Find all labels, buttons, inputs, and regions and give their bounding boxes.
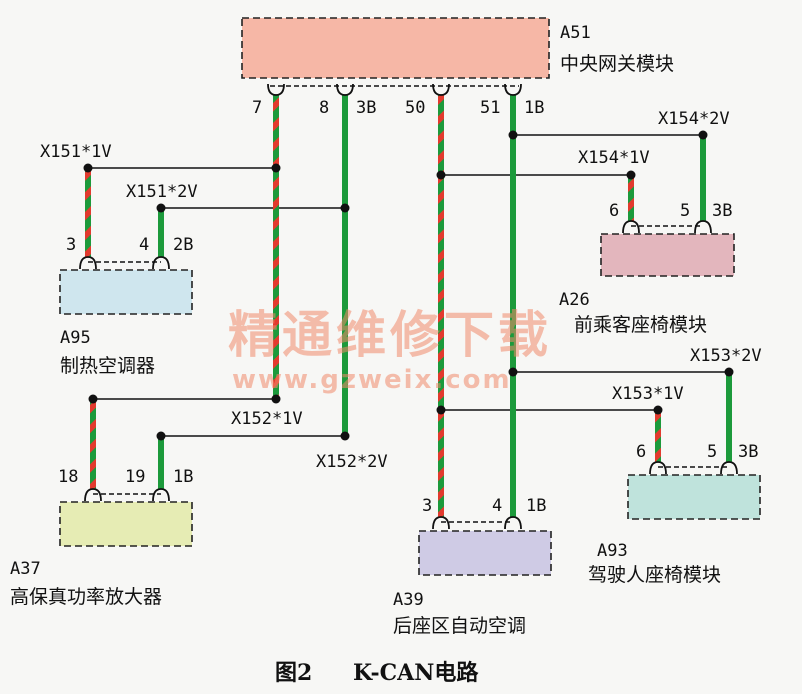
pin-label: 7 (252, 98, 262, 118)
a95-id: A95 (60, 328, 91, 348)
pin-label: 3 (66, 235, 76, 255)
a51-id: A51 (560, 23, 591, 43)
module-a26-box (600, 233, 735, 277)
junction-label-x152-1v: X152*1V (231, 409, 303, 429)
a93-name: 驾驶人座椅模块 (588, 564, 721, 586)
a37-id: A37 (10, 559, 41, 579)
junction-label-x151-1v: X151*1V (40, 142, 112, 162)
junction-label-x151-2v: X151*2V (126, 182, 198, 202)
can-wires (85, 95, 732, 517)
pin-label: 2B (173, 235, 193, 255)
connector-a26 (622, 220, 712, 234)
junction-label-x154-1v: X154*1V (578, 148, 650, 168)
junction-label-x153-1v: X153*1V (612, 384, 684, 404)
a93-id: A93 (597, 541, 628, 561)
pin-label: 4 (492, 496, 502, 516)
a51-name: 中央网关模块 (560, 53, 674, 75)
pin-label: 19 (125, 467, 145, 487)
junction-dots (83, 130, 734, 441)
pin-label: 6 (609, 201, 619, 221)
connector-a37 (84, 488, 170, 502)
connector-a95 (79, 256, 170, 270)
connector-a39 (432, 516, 522, 530)
pin-label: 3B (356, 98, 376, 118)
pin-label: 5 (707, 442, 717, 462)
module-a93-box (627, 474, 761, 520)
a39-name: 后座区自动空调 (393, 615, 526, 637)
junction-label-x154-2v: X154*2V (658, 109, 730, 129)
a26-id: A26 (559, 290, 590, 310)
junction-label-x153-2v: X153*2V (690, 346, 762, 366)
branch-lines (88, 134, 729, 437)
pin-label: 3 (422, 496, 432, 516)
junction-label-x152-2v: X152*2V (316, 452, 388, 472)
pin-label: 50 (405, 98, 425, 118)
watermark-url: www.gzweix.com (232, 365, 512, 395)
a95-name: 制热空调器 (60, 355, 155, 377)
pin-label: 8 (319, 98, 329, 118)
pin-label: 1B (173, 467, 193, 487)
watermark-text: 精通维修下载 (228, 306, 552, 364)
connector-a51 (267, 83, 522, 96)
pin-label: 18 (58, 467, 78, 487)
module-a39-box (418, 530, 552, 576)
module-a37-box (59, 501, 193, 547)
pin-label: 3B (712, 201, 732, 221)
pin-label: 1B (526, 496, 546, 516)
pin-label: 5 (680, 201, 690, 221)
figure-number: 图2 (275, 660, 312, 686)
connector-a93 (649, 461, 738, 475)
pin-label: 51 (480, 98, 500, 118)
pin-label: 1B (524, 98, 544, 118)
pin-label: 4 (139, 235, 149, 255)
a39-id: A39 (393, 590, 424, 610)
figure-title: K-CAN电路 (353, 660, 479, 686)
module-a95-box (59, 269, 193, 315)
module-a51-box (241, 17, 550, 79)
a26-name: 前乘客座椅模块 (574, 314, 707, 336)
pin-label: 3B (738, 442, 758, 462)
pin-label: 6 (636, 442, 646, 462)
a37-name: 高保真功率放大器 (10, 586, 162, 608)
